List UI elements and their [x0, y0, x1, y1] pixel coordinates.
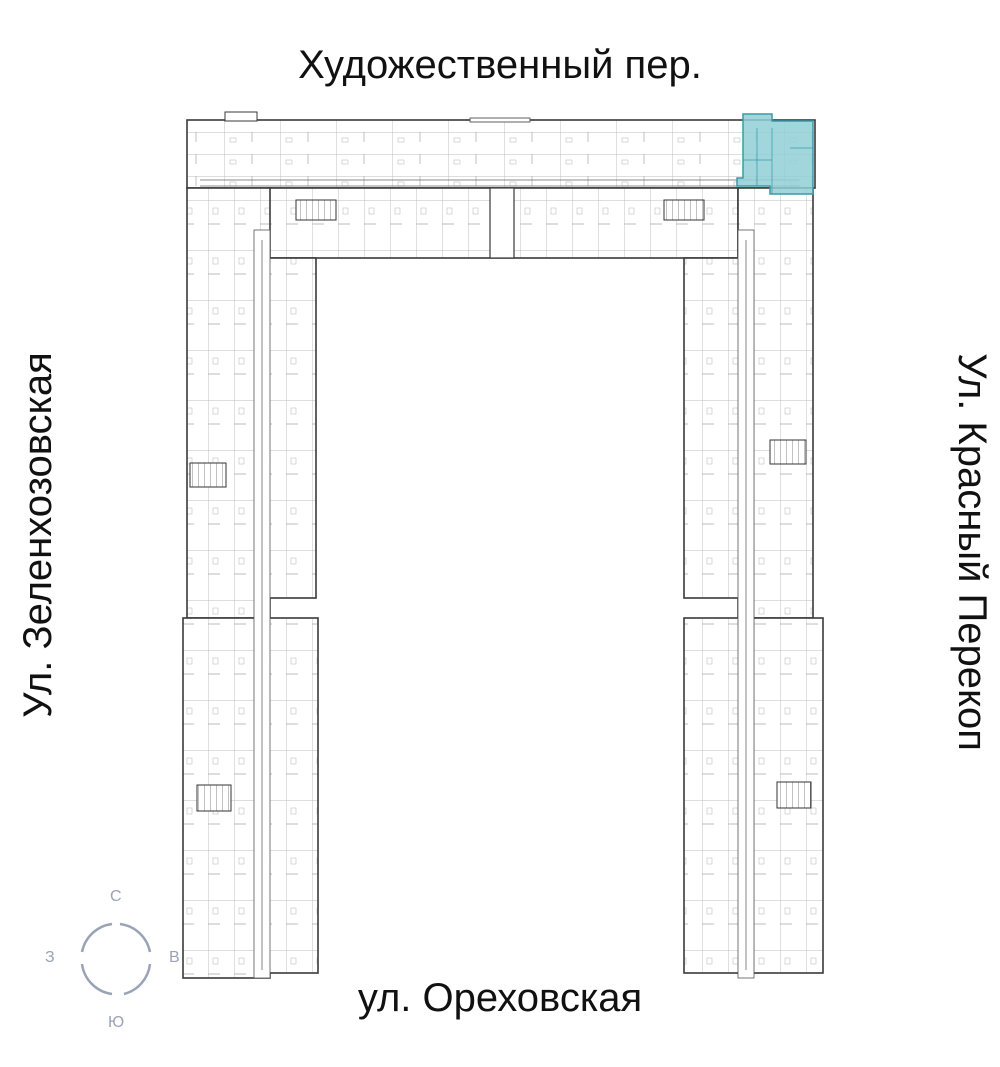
- east-wing: [683, 187, 824, 979]
- street-west: Ул. Зеленхозовская: [16, 352, 60, 718]
- west-wing: [182, 187, 319, 979]
- street-south: ул. Ореховская: [357, 976, 643, 1020]
- street-north: Художественный пер.: [298, 43, 702, 87]
- compass-north-label: С: [110, 888, 122, 905]
- highlighted-apartment[interactable]: [736, 113, 814, 195]
- stair-cores: [189, 199, 812, 812]
- compass-rose: [80, 922, 152, 996]
- street-east: Ул. Красный Перекоп: [950, 353, 994, 751]
- compass-east-label: В: [169, 949, 180, 966]
- compass-south-label: Ю: [108, 1014, 125, 1031]
- north-wing: [186, 111, 816, 259]
- compass-west-label: З: [45, 949, 55, 966]
- corridors: [200, 179, 800, 970]
